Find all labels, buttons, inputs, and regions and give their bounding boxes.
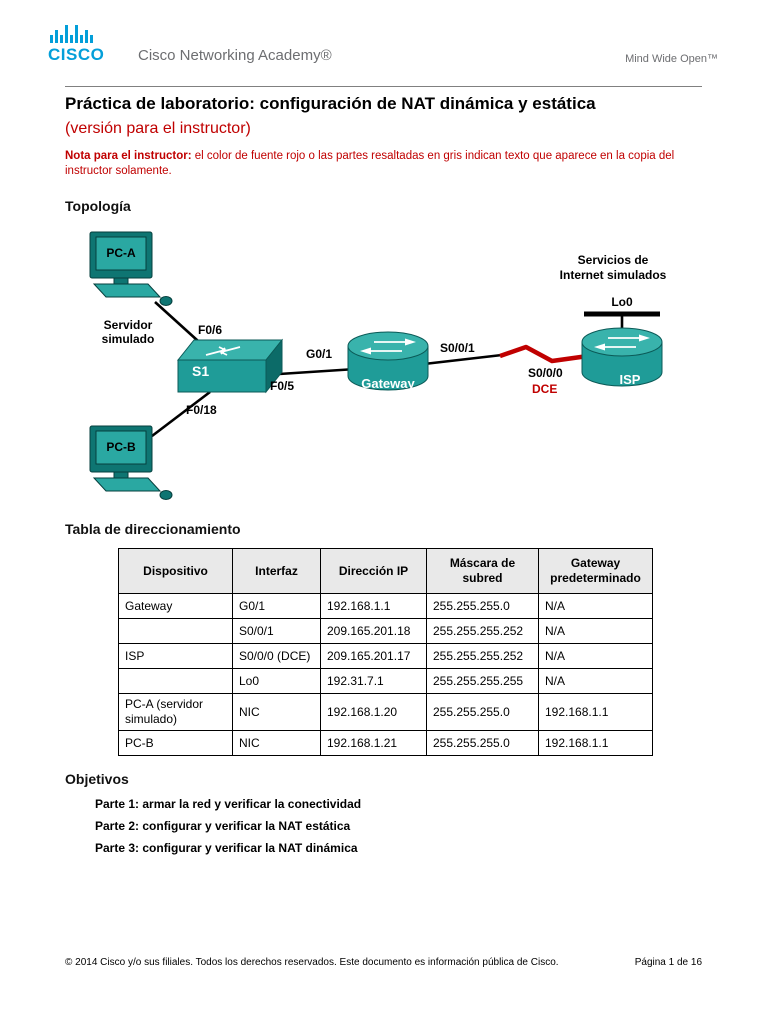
port-f05-label: F0/5	[270, 379, 295, 393]
table-cell: NIC	[232, 693, 321, 731]
objective-item: Parte 2: configurar y verificar la NAT e…	[95, 819, 351, 833]
table-cell: N/A	[538, 618, 653, 644]
objectives-list: Parte 1: armar la red y verificar la con…	[95, 793, 361, 859]
table-row: PC-B NIC 192.168.1.21 255.255.255.0 192.…	[118, 730, 653, 756]
port-f018-label: F0/18	[186, 403, 217, 417]
table-cell: NIC	[232, 730, 321, 756]
footer-page-number: Página 1 de 16	[634, 957, 702, 968]
table-cell: 255.255.255.255	[426, 668, 539, 694]
table-cell: N/A	[538, 668, 653, 694]
objective-item: Parte 3: configurar y verificar la NAT d…	[95, 841, 358, 855]
academy-title: Cisco Networking Academy®	[138, 47, 332, 64]
cisco-logo: CISCO	[48, 24, 104, 65]
note-text: el color de fuente rojo o las partes res…	[65, 150, 675, 177]
column-header-dispositivo: Dispositivo	[118, 548, 233, 594]
router-isp-icon	[581, 327, 663, 387]
table-cell: Gateway	[118, 593, 233, 619]
table-cell: Lo0	[232, 668, 321, 694]
addressing-table: Dispositivo Interfaz Dirección IP Máscar…	[118, 548, 653, 756]
column-header-mascara: Máscara de subred	[426, 548, 539, 594]
internet-services-label: Servicios de Internet simulados	[559, 253, 667, 282]
table-cell: N/A	[538, 593, 653, 619]
table-cell: PC-B	[118, 730, 233, 756]
table-row: S0/0/1 209.165.201.18 255.255.255.252 N/…	[118, 618, 653, 644]
table-cell: 192.168.1.1	[320, 593, 427, 619]
cisco-bridge-icon	[50, 24, 104, 43]
table-cell: 255.255.255.252	[426, 618, 539, 644]
switch-s1-icon	[176, 338, 284, 394]
table-cell: 192.168.1.21	[320, 730, 427, 756]
table-cell: G0/1	[232, 593, 321, 619]
table-cell: 192.168.1.1	[538, 730, 653, 756]
table-cell: 255.255.255.0	[426, 593, 539, 619]
table-cell: ISP	[118, 643, 233, 669]
table-cell: 255.255.255.0	[426, 730, 539, 756]
pc-b-label: PC-B	[106, 440, 136, 454]
port-s001-label: S0/0/1	[440, 341, 475, 355]
page-footer: © 2014 Cisco y/o sus filiales. Todos los…	[65, 957, 702, 968]
objective-item: Parte 1: armar la red y verificar la con…	[95, 797, 362, 811]
table-row: ISP S0/0/0 (DCE) 209.165.201.17 255.255.…	[118, 643, 653, 669]
instructor-note: Nota para el instructor: el color de fue…	[65, 149, 693, 179]
port-f06-label: F0/6	[198, 323, 223, 337]
table-cell: 192.168.1.1	[538, 693, 653, 731]
page-subtitle: (versión para el instructor)	[65, 120, 251, 137]
table-row: PC-A (servidor simulado) NIC 192.168.1.2…	[118, 693, 653, 731]
port-s000-label: S0/0/0	[528, 366, 563, 380]
header-divider	[65, 86, 702, 87]
network-topology: PC-A Servidor simulado F0/6 S1 F0/5 F0/1…	[60, 228, 708, 528]
table-cell: S0/0/0 (DCE)	[232, 643, 321, 669]
table-cell: S0/0/1	[232, 618, 321, 644]
link-gateway-serial	[423, 353, 503, 366]
table-cell: 192.31.7.1	[320, 668, 427, 694]
servidor-simulado-label: Servidor simulado	[101, 318, 155, 346]
port-g01-label: G0/1	[306, 347, 333, 361]
table-header-row: Dispositivo Interfaz Dirección IP Máscar…	[118, 548, 653, 594]
dce-label: DCE	[532, 382, 558, 396]
footer-copyright: © 2014 Cisco y/o sus filiales. Todos los…	[65, 957, 559, 968]
table-cell: N/A	[538, 643, 653, 669]
table-cell: 209.165.201.18	[320, 618, 427, 644]
table-row: Lo0 192.31.7.1 255.255.255.255 N/A	[118, 668, 653, 694]
isp-label: ISP	[619, 372, 641, 387]
router-gateway-icon	[347, 331, 429, 391]
page-title: Práctica de laboratorio: configuración d…	[65, 94, 596, 113]
table-cell	[118, 668, 233, 694]
topology-heading: Topología	[65, 198, 131, 214]
network-topology-diagram	[89, 231, 663, 500]
tagline-text: Mind Wide Open™	[625, 53, 718, 65]
cisco-logo-text: CISCO	[48, 45, 105, 64]
column-header-gateway: Gateway predeterminado	[538, 548, 653, 594]
table-cell: 192.168.1.20	[320, 693, 427, 731]
table-cell: 209.165.201.17	[320, 643, 427, 669]
objectives-heading: Objetivos	[65, 771, 129, 787]
table-cell: 255.255.255.0	[426, 693, 539, 731]
note-label: Nota para el instructor:	[65, 150, 192, 162]
lo0-label: Lo0	[611, 295, 633, 309]
serial-dce-cable	[499, 344, 589, 364]
switch-s1-label: S1	[192, 363, 210, 379]
table-row: Gateway G0/1 192.168.1.1 255.255.255.0 N…	[118, 593, 653, 619]
pc-b-icon	[89, 425, 173, 500]
table-cell	[118, 618, 233, 644]
pc-a-icon	[89, 231, 173, 306]
column-header-direccion-ip: Dirección IP	[320, 548, 427, 594]
table-cell: PC-A (servidor simulado)	[118, 693, 233, 731]
column-header-interfaz: Interfaz	[232, 548, 321, 594]
gateway-label: Gateway	[361, 376, 415, 391]
address-table-heading: Tabla de direccionamiento	[65, 521, 241, 537]
table-cell: 255.255.255.252	[426, 643, 539, 669]
pc-a-label: PC-A	[106, 246, 136, 260]
link-s1-pcb	[151, 390, 211, 438]
